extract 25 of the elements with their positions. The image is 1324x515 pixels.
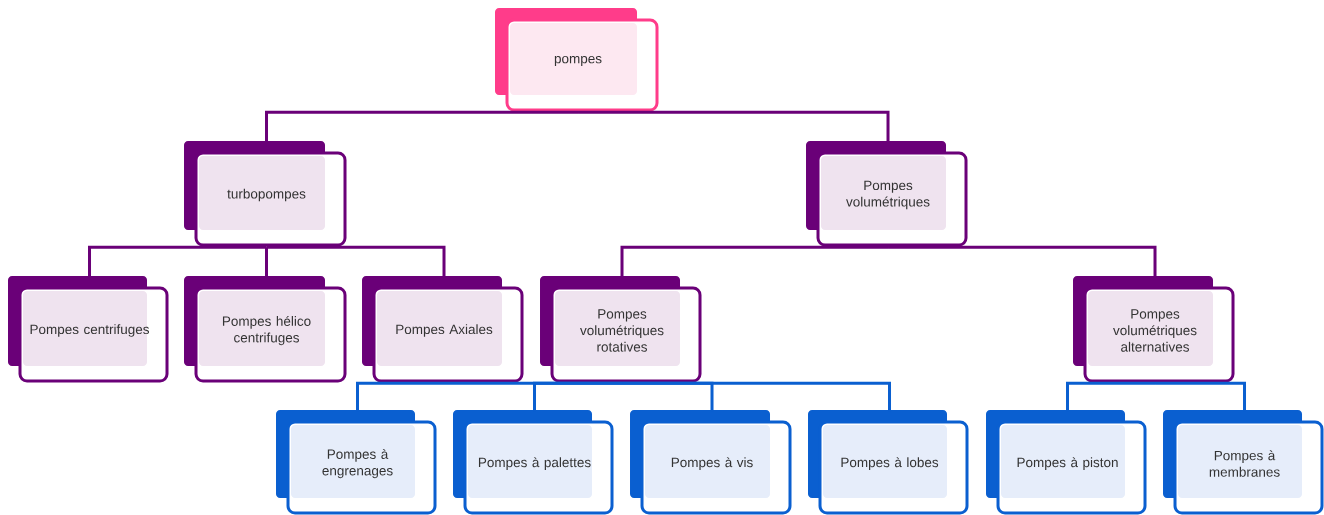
category-box: Pompes à membranes	[1163, 410, 1324, 515]
category-box: pompes	[495, 8, 659, 112]
connector-line	[533, 381, 622, 412]
connector-line	[1066, 381, 1155, 412]
category-box: Pompes centrifuges	[8, 276, 169, 383]
category-box: Pompes à vis	[630, 410, 792, 515]
connector-line	[622, 381, 891, 412]
connector-line	[888, 245, 1157, 278]
category-box: Pompes volumétriques rotatives	[540, 276, 702, 383]
category-box: Pompes à piston	[986, 410, 1147, 515]
category-box: Pompes Axiales	[362, 276, 524, 383]
category-box: Pompes à engrenages	[276, 410, 437, 515]
category-box: turbopompes	[184, 141, 347, 247]
connector-line	[265, 247, 268, 278]
connector-line	[265, 110, 578, 143]
category-box: Pompes hélico centrifuges	[184, 276, 347, 383]
connector-line	[266, 245, 446, 278]
connector-line	[620, 245, 888, 278]
category-box: Pompes à palettes	[453, 410, 614, 515]
connector-line	[578, 110, 890, 143]
connector-line	[1155, 381, 1246, 412]
category-box: Pompes volumétriques alternatives	[1073, 276, 1235, 383]
connector-line	[88, 245, 267, 278]
category-box: Pompes volumétriques	[806, 141, 968, 247]
category-box: Pompes à lobes	[808, 410, 969, 515]
